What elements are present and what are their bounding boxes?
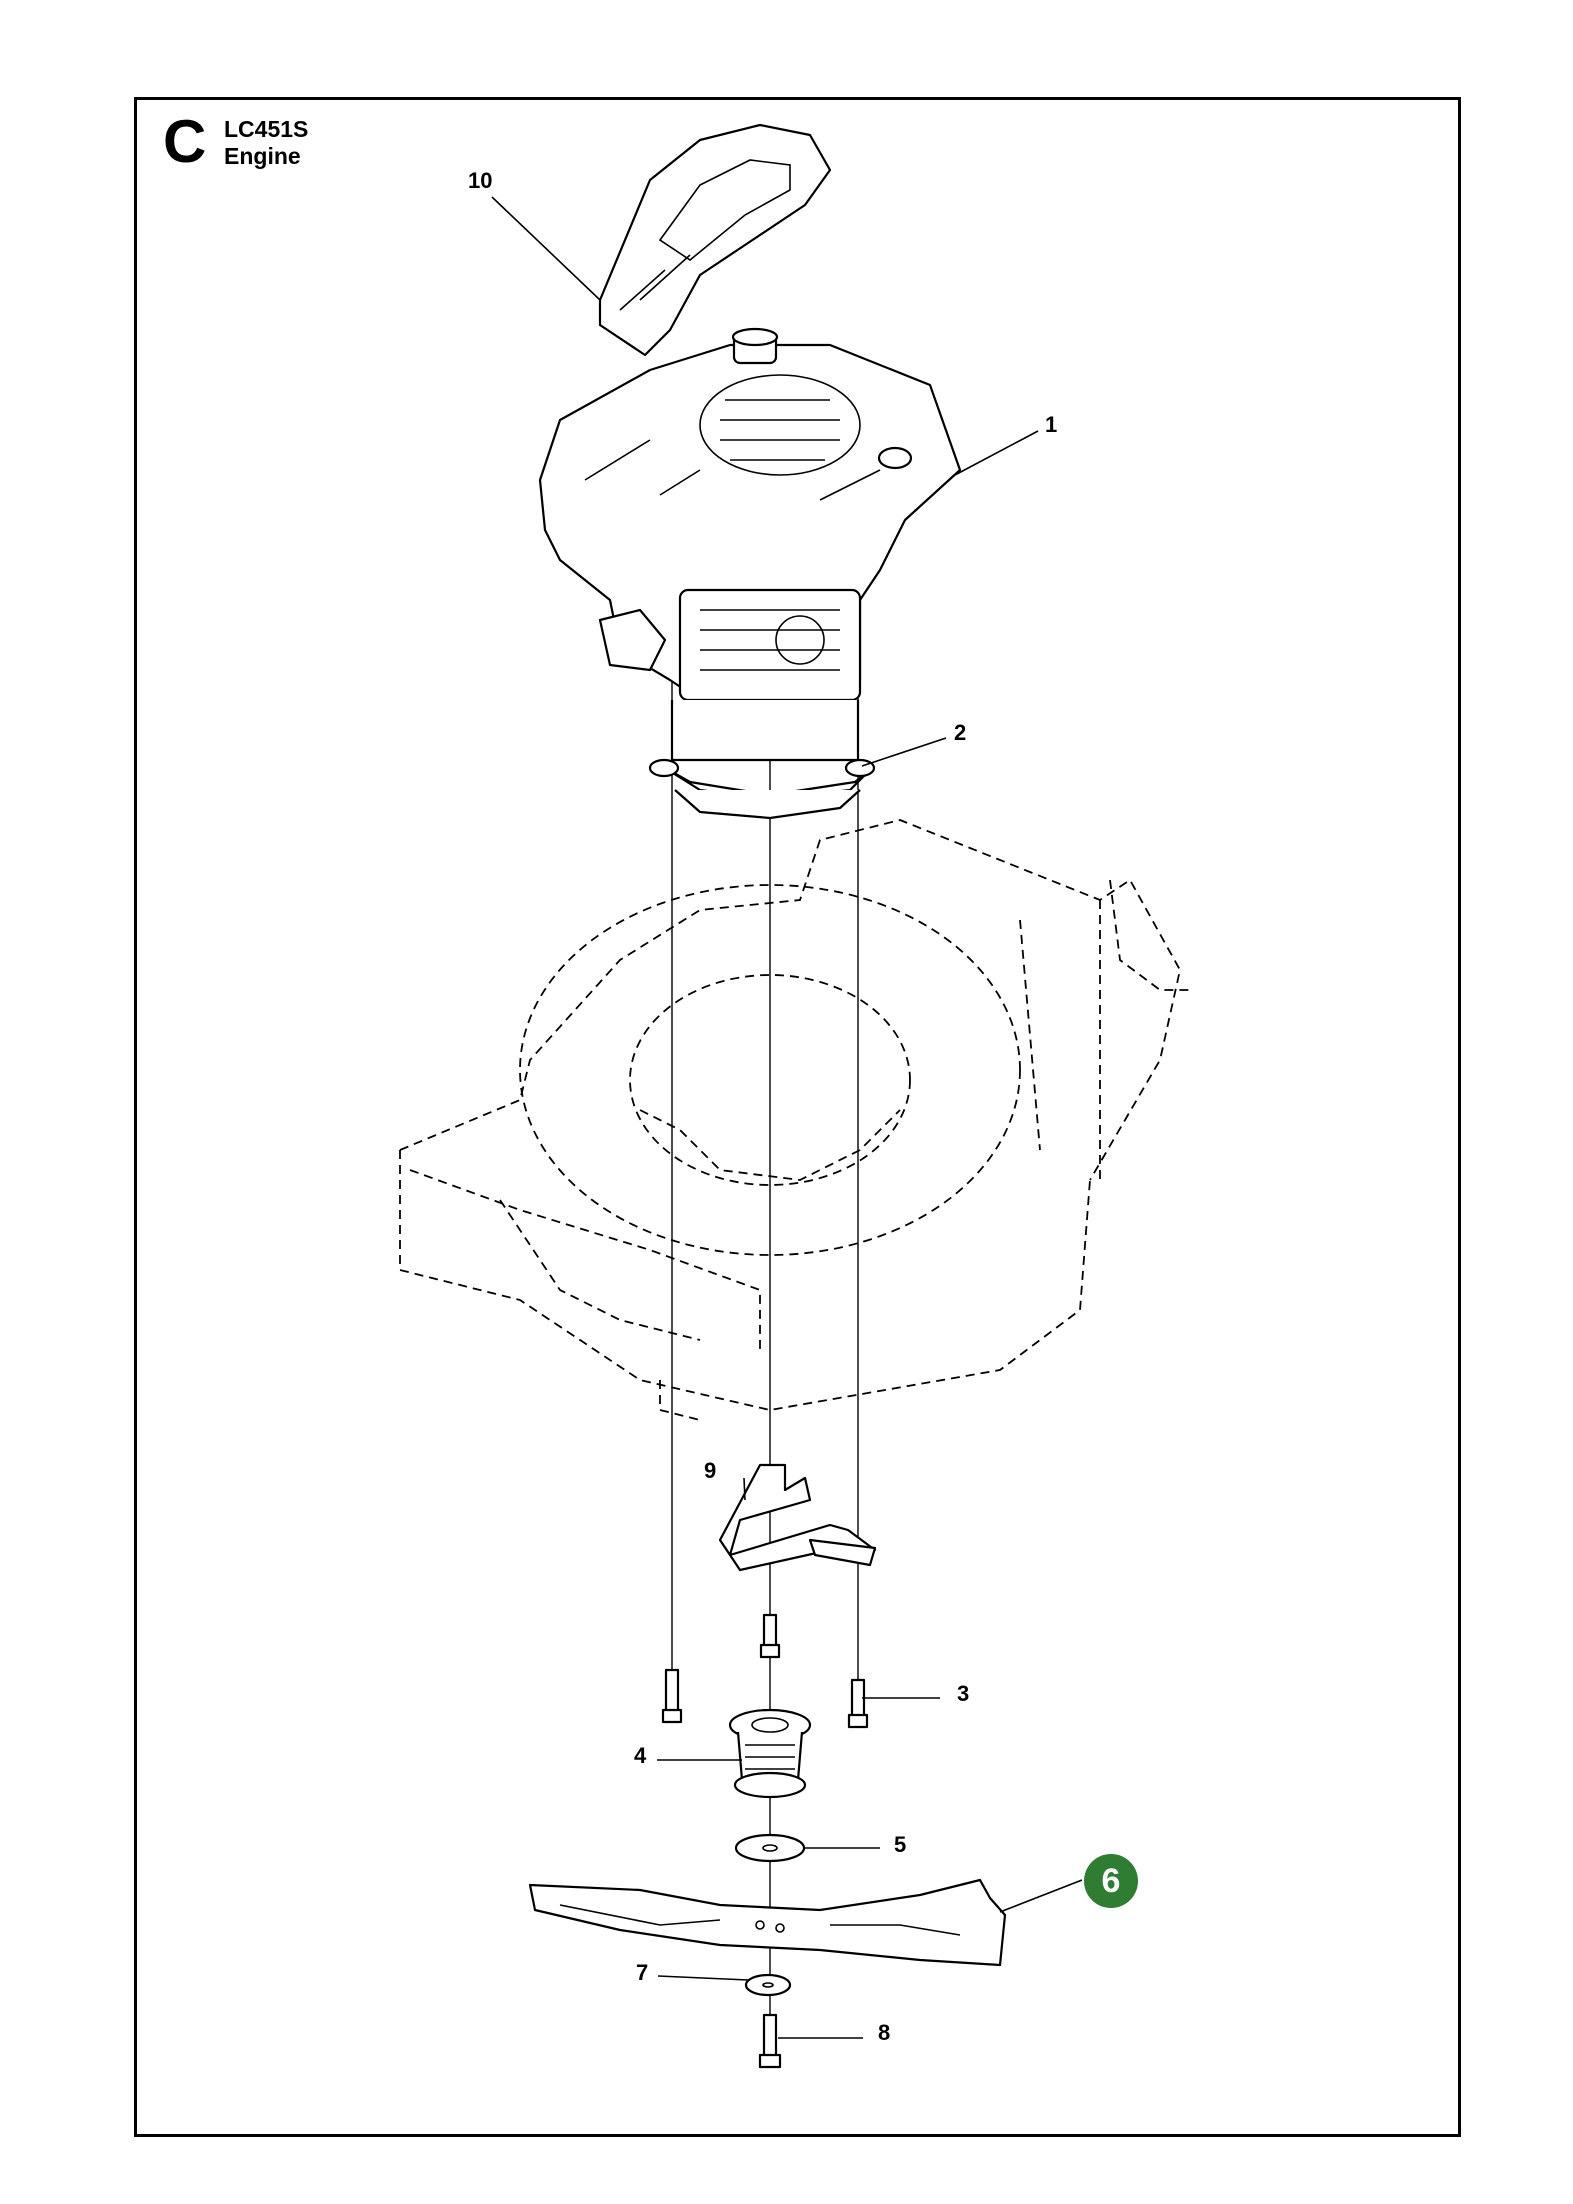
section-name: Engine bbox=[224, 143, 301, 169]
callout-8: 8 bbox=[878, 2020, 891, 2045]
blade bbox=[528, 1878, 1007, 1967]
engine bbox=[538, 327, 962, 702]
callout-7: 7 bbox=[636, 1960, 649, 1985]
callout-10: 10 bbox=[468, 168, 493, 193]
washer-lower bbox=[744, 1973, 792, 1997]
model-name: LC451S bbox=[224, 116, 309, 142]
callout-4: 4 bbox=[634, 1743, 647, 1768]
callout-3: 3 bbox=[957, 1681, 970, 1706]
leader-lines bbox=[491, 196, 1083, 2039]
callout-2: 2 bbox=[954, 720, 967, 745]
washer-upper bbox=[734, 1833, 806, 1863]
callout-1: 1 bbox=[1045, 412, 1058, 437]
bolt-center bbox=[759, 1613, 781, 1659]
blade-adapter bbox=[728, 1708, 812, 1799]
bolt-left bbox=[661, 1668, 683, 1724]
section-letter: C bbox=[163, 108, 207, 175]
cylinder-shroud bbox=[648, 700, 876, 820]
engine-cover bbox=[598, 123, 832, 357]
bracket bbox=[718, 1463, 877, 1572]
callout-6-highlight-badge: 6 bbox=[1084, 1854, 1138, 1908]
blade-bolt bbox=[758, 2013, 782, 2069]
callout-5: 5 bbox=[894, 1832, 907, 1857]
bolt-right bbox=[847, 1678, 869, 1729]
callout-9: 9 bbox=[704, 1458, 717, 1483]
drawing-frame bbox=[134, 97, 1461, 2137]
mower-deck-outline bbox=[399, 819, 1190, 1421]
